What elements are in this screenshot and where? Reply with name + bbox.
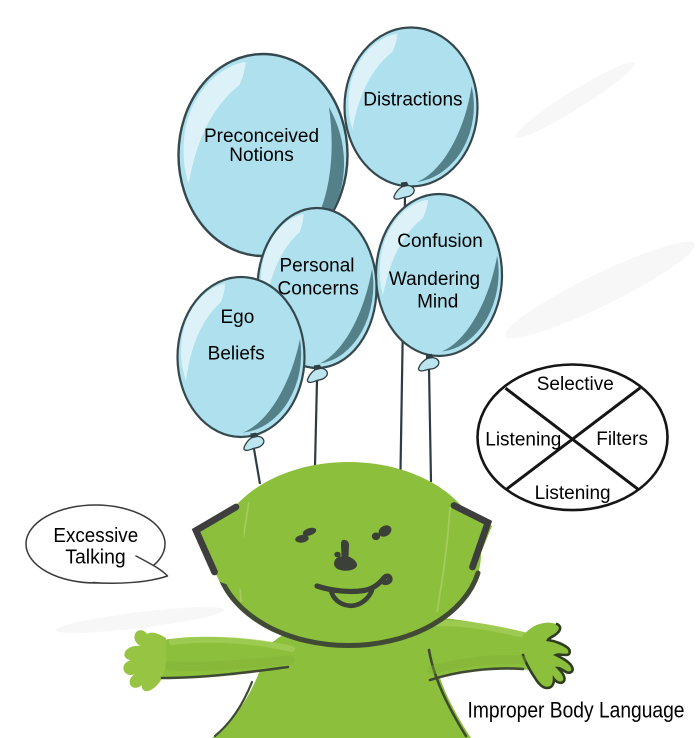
svg-text:Concerns: Concerns — [278, 278, 359, 299]
svg-text:Selective: Selective — [537, 374, 614, 395]
svg-text:Listening: Listening — [485, 430, 561, 451]
svg-text:Improper Body Language: Improper Body Language — [468, 697, 685, 722]
svg-text:Listening: Listening — [535, 483, 611, 504]
svg-text:Mind: Mind — [417, 292, 458, 313]
svg-text:Filters: Filters — [596, 429, 648, 450]
svg-text:Wandering: Wandering — [389, 269, 480, 290]
svg-text:Ego: Ego — [220, 307, 254, 328]
svg-text:Beliefs: Beliefs — [208, 343, 265, 364]
svg-text:Excessive: Excessive — [53, 525, 138, 547]
svg-text:Preconceived: Preconceived — [204, 126, 319, 147]
svg-text:Confusion: Confusion — [397, 231, 483, 252]
svg-text:Distractions: Distractions — [363, 89, 462, 110]
svg-text:Personal: Personal — [280, 256, 355, 277]
svg-text:Talking: Talking — [65, 546, 126, 568]
svg-text:Notions: Notions — [229, 145, 293, 166]
